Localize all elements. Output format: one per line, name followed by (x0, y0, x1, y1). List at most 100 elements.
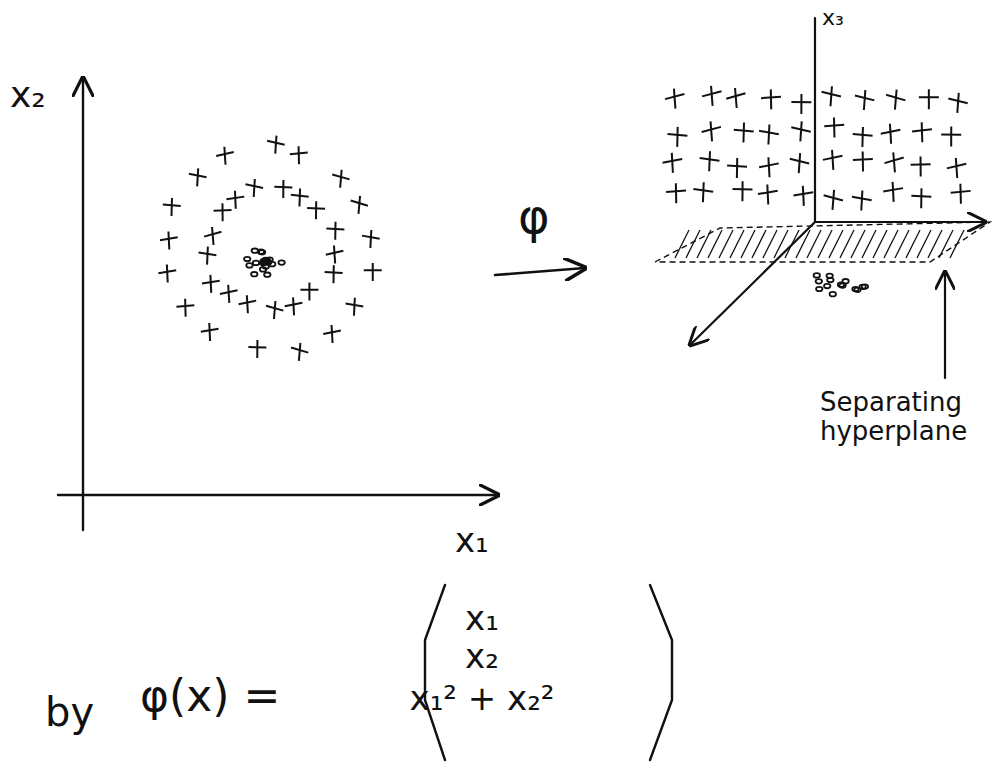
cross-point (372, 263, 374, 281)
x2-axis-3d (690, 222, 815, 345)
cross-point (861, 190, 862, 210)
cross-point (711, 121, 713, 141)
cross-point (708, 151, 711, 171)
cross-point (800, 94, 802, 114)
dot-point (830, 292, 836, 296)
cross-point (282, 180, 284, 198)
left-paren (425, 585, 445, 760)
cross-point (802, 186, 805, 206)
label: x₁² + x₂² (410, 680, 555, 717)
cross-point (212, 227, 213, 245)
cross-point (332, 265, 334, 283)
cross-point (895, 90, 897, 110)
separating-hyperplane (655, 222, 990, 262)
cross-point (959, 184, 962, 204)
right-paren (650, 585, 672, 760)
cross-point (799, 153, 800, 173)
x2-axis (82, 78, 84, 530)
dot-point (264, 272, 270, 276)
dot-point (259, 250, 265, 254)
cross-point (956, 158, 957, 178)
label: φ (518, 190, 550, 243)
cross-point (864, 90, 865, 110)
cross-point (768, 125, 769, 145)
mapping-arrow (495, 268, 585, 275)
cross-point (334, 222, 336, 240)
cross-point (167, 232, 170, 250)
leader-arrow (944, 272, 946, 378)
cross-point (247, 295, 248, 313)
cross-point (254, 179, 255, 197)
cross-point (221, 203, 223, 221)
cross-point (358, 196, 360, 214)
label: x₂ (465, 638, 499, 675)
cross-point (298, 189, 301, 207)
dot-point (269, 262, 275, 266)
cross-point (675, 183, 677, 203)
cross-point (224, 147, 225, 165)
dot-point (252, 248, 258, 252)
cross-point (298, 146, 300, 164)
cross-point (369, 230, 372, 248)
cross-point (893, 182, 894, 202)
cross-point (736, 158, 738, 178)
cross-point (890, 124, 891, 144)
dot-point (260, 261, 266, 265)
cross-point (299, 343, 301, 361)
cross-point (274, 301, 275, 319)
cross-point (928, 89, 930, 109)
mapped-points (663, 86, 971, 297)
dot-point (251, 272, 257, 276)
dot-point (246, 263, 252, 267)
cross-point (831, 86, 832, 106)
cross-point (353, 298, 356, 316)
cross-point (735, 88, 737, 108)
dot-point (244, 257, 250, 261)
cross-point (862, 152, 864, 172)
input-points (158, 136, 381, 361)
dot-point (827, 278, 833, 282)
dot-point (814, 273, 820, 277)
cross-point (950, 127, 952, 147)
label: φ(x) = (140, 672, 280, 720)
cross-point (331, 325, 332, 343)
cross-point (742, 123, 745, 143)
dot-point (816, 287, 822, 291)
cross-point (768, 157, 769, 177)
label: x₁ (465, 600, 499, 637)
dot-point (278, 260, 284, 264)
cross-point (206, 247, 209, 265)
cross-point (166, 265, 169, 283)
cross-point (308, 283, 310, 301)
cross-point (832, 150, 833, 170)
cross-point (184, 299, 186, 317)
cross-point (711, 86, 713, 106)
label: Separating hyperplane (820, 388, 990, 445)
cross-point (234, 191, 237, 209)
label: x₃ (822, 6, 844, 30)
dot-point (816, 279, 822, 283)
x3-axis (814, 18, 816, 222)
cross-point (197, 168, 198, 186)
label: x₁ (455, 522, 489, 559)
label: by (45, 690, 94, 734)
cross-point (920, 188, 922, 208)
cross-point (676, 127, 678, 147)
cross-point (800, 121, 801, 141)
cross-point (315, 201, 317, 219)
cross-point (957, 93, 958, 113)
dot-point (824, 284, 830, 288)
cross-point (702, 182, 705, 202)
cross-point (674, 89, 676, 109)
cross-point (921, 122, 924, 142)
dot-point (854, 288, 860, 292)
cross-point (275, 136, 276, 154)
cross-point (293, 297, 294, 315)
cross-point (208, 323, 211, 341)
cross-point (893, 152, 895, 172)
cross-point (171, 198, 173, 216)
x1-axis (58, 494, 498, 496)
cross-point (256, 340, 258, 358)
dot-point (862, 284, 868, 288)
